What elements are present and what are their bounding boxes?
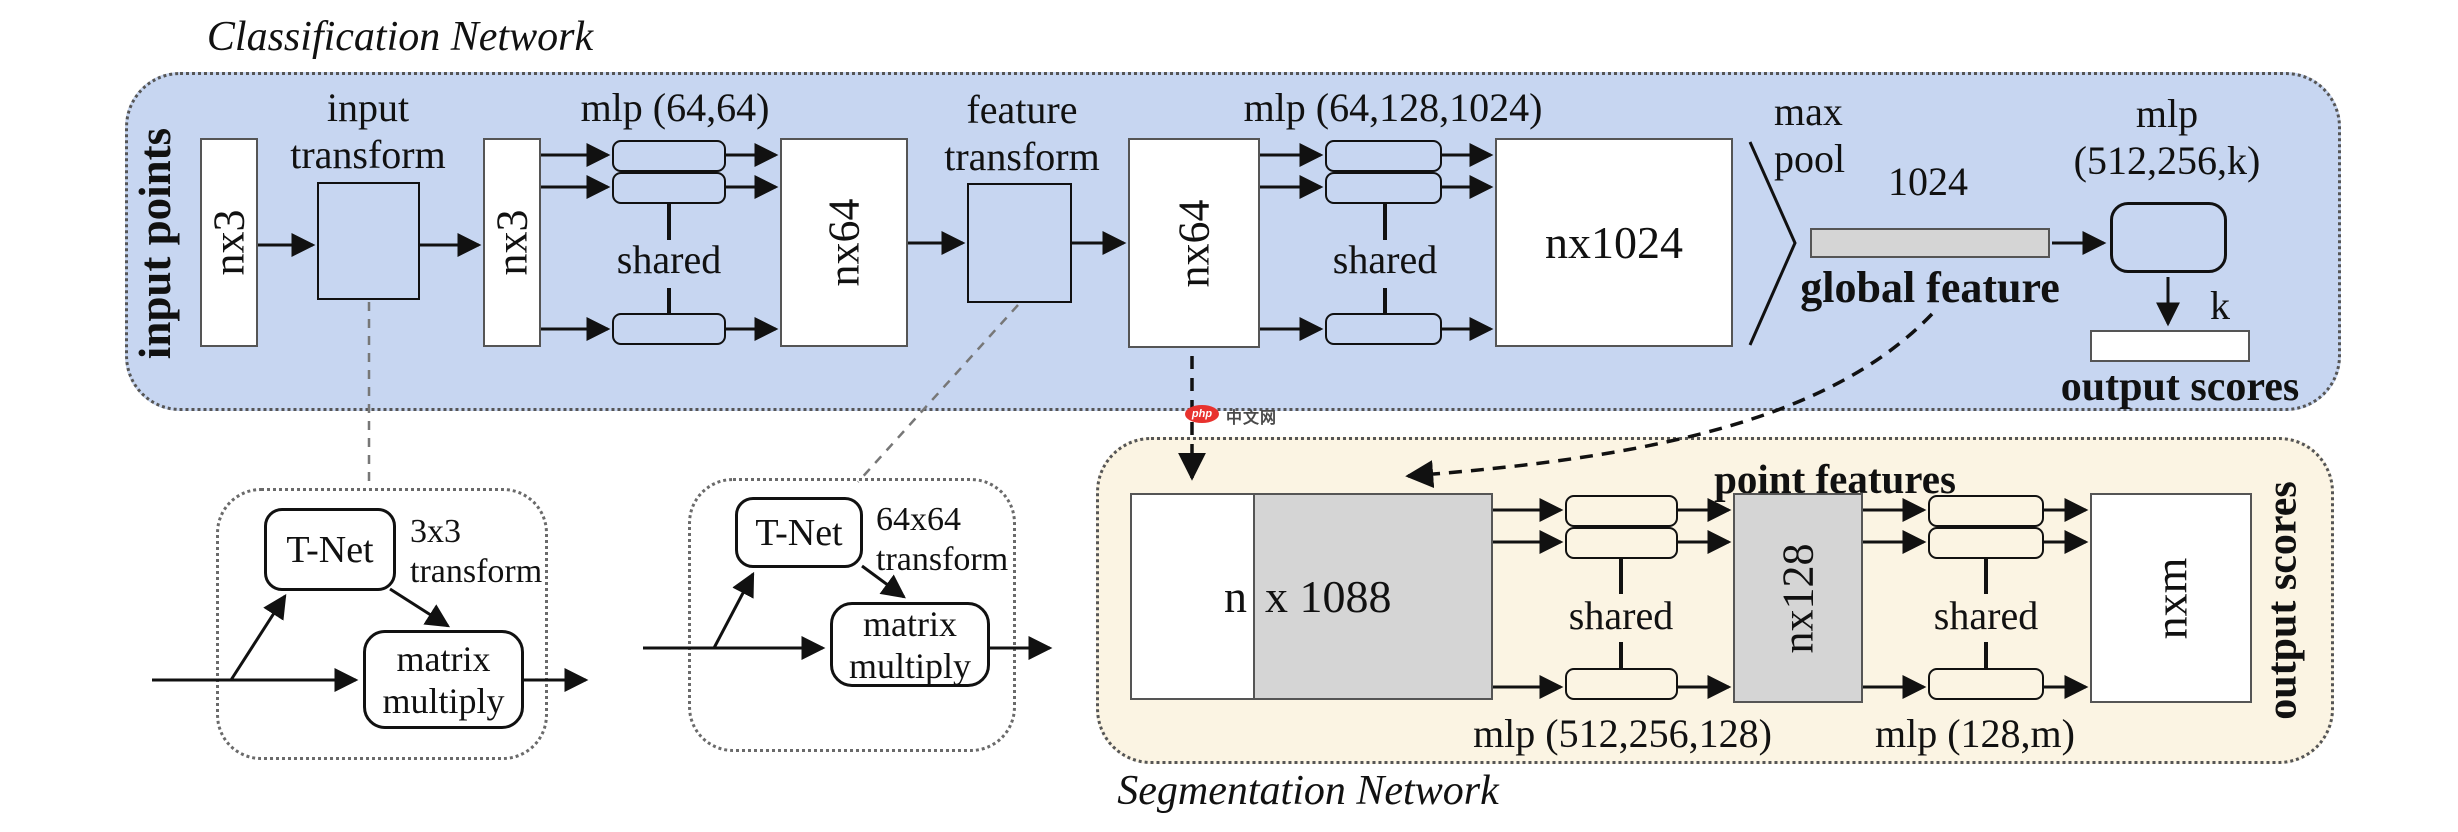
tnet2-box: T-Net: [735, 497, 863, 568]
mlp-64-64-label: mlp (64,64): [580, 85, 770, 130]
classification-title: Classification Network: [206, 14, 594, 60]
input-transform-box: [317, 182, 420, 300]
nxm-box: nxm: [2090, 493, 2252, 703]
global-feature-size-label: 1024: [1888, 159, 1968, 204]
input-transform-label: input transform: [290, 85, 446, 177]
shared-label: shared: [616, 237, 722, 282]
feature-transform-box: [967, 183, 1072, 303]
tnet2-transform-label: 64x64 transform: [876, 501, 1009, 578]
classification-output-scores-box: [2090, 330, 2250, 362]
classifier-mlp-box: [2110, 202, 2227, 273]
classification-output-scores-label: output scores: [2060, 364, 2300, 410]
mlp-block: [1565, 527, 1678, 559]
global-feature-bar: [1810, 228, 2050, 258]
mlp-block: [1928, 527, 2044, 559]
tnet2-container: [688, 478, 1016, 752]
nx3-box-1: nx3: [200, 138, 258, 347]
mlp-block: [1928, 495, 2044, 527]
tnet1-box: T-Net: [264, 508, 396, 591]
tnet2-matrix-multiply-box: matrix multiply: [830, 602, 990, 687]
mlp-512-256-128-label: mlp (512,256,128): [1473, 711, 1772, 756]
nx1024-box: nx1024: [1495, 138, 1733, 347]
mlp-512-256-k-label: mlp (512,256,k): [2073, 91, 2261, 183]
mlp-128-m-label: mlp (128,m): [1875, 711, 2075, 756]
shared-label: shared: [1332, 237, 1438, 282]
feature-transform-label: feature transform: [944, 87, 1100, 179]
nx1088-n-part: n: [1132, 495, 1255, 698]
mlp-block: [1325, 172, 1442, 204]
watermark-text: 中文网: [1226, 408, 1278, 427]
nx128-box: nx128: [1733, 493, 1863, 703]
mlp-block: [612, 313, 726, 345]
nx64-box-1: nx64: [780, 138, 908, 347]
mlp-block: [1565, 668, 1678, 700]
shared-label: shared: [1933, 593, 2039, 638]
mlp-block: [1928, 668, 2044, 700]
tnet1-transform-label: 3x3 transform: [410, 513, 543, 590]
segmentation-title: Segmentation Network: [1117, 768, 1499, 814]
mlp-block: [1325, 140, 1442, 172]
nx1088-dims-part: x 1088: [1255, 495, 1491, 698]
nx3-box-2: nx3: [483, 138, 541, 347]
tnet1-container: [216, 488, 548, 760]
mlp-block: [612, 172, 726, 204]
max-pool-label: max pool: [1774, 89, 1846, 181]
k-dimension-label: k: [2210, 283, 2230, 328]
nx64-box-2: nx64: [1128, 138, 1260, 348]
mlp-block: [612, 140, 726, 172]
mlp-block: [1565, 495, 1678, 527]
segmentation-output-scores-label: output scores: [2259, 480, 2306, 720]
php-watermark-logo: php: [1185, 405, 1219, 423]
mlp-64-128-1024-label: mlp (64,128,1024): [1243, 85, 1543, 130]
tnet1-matrix-multiply-box: matrix multiply: [363, 630, 524, 729]
mlp-block: [1325, 313, 1442, 345]
global-feature-label: global feature: [1800, 263, 2060, 312]
nx1088-box: n x 1088: [1130, 493, 1493, 700]
shared-label: shared: [1568, 593, 1674, 638]
